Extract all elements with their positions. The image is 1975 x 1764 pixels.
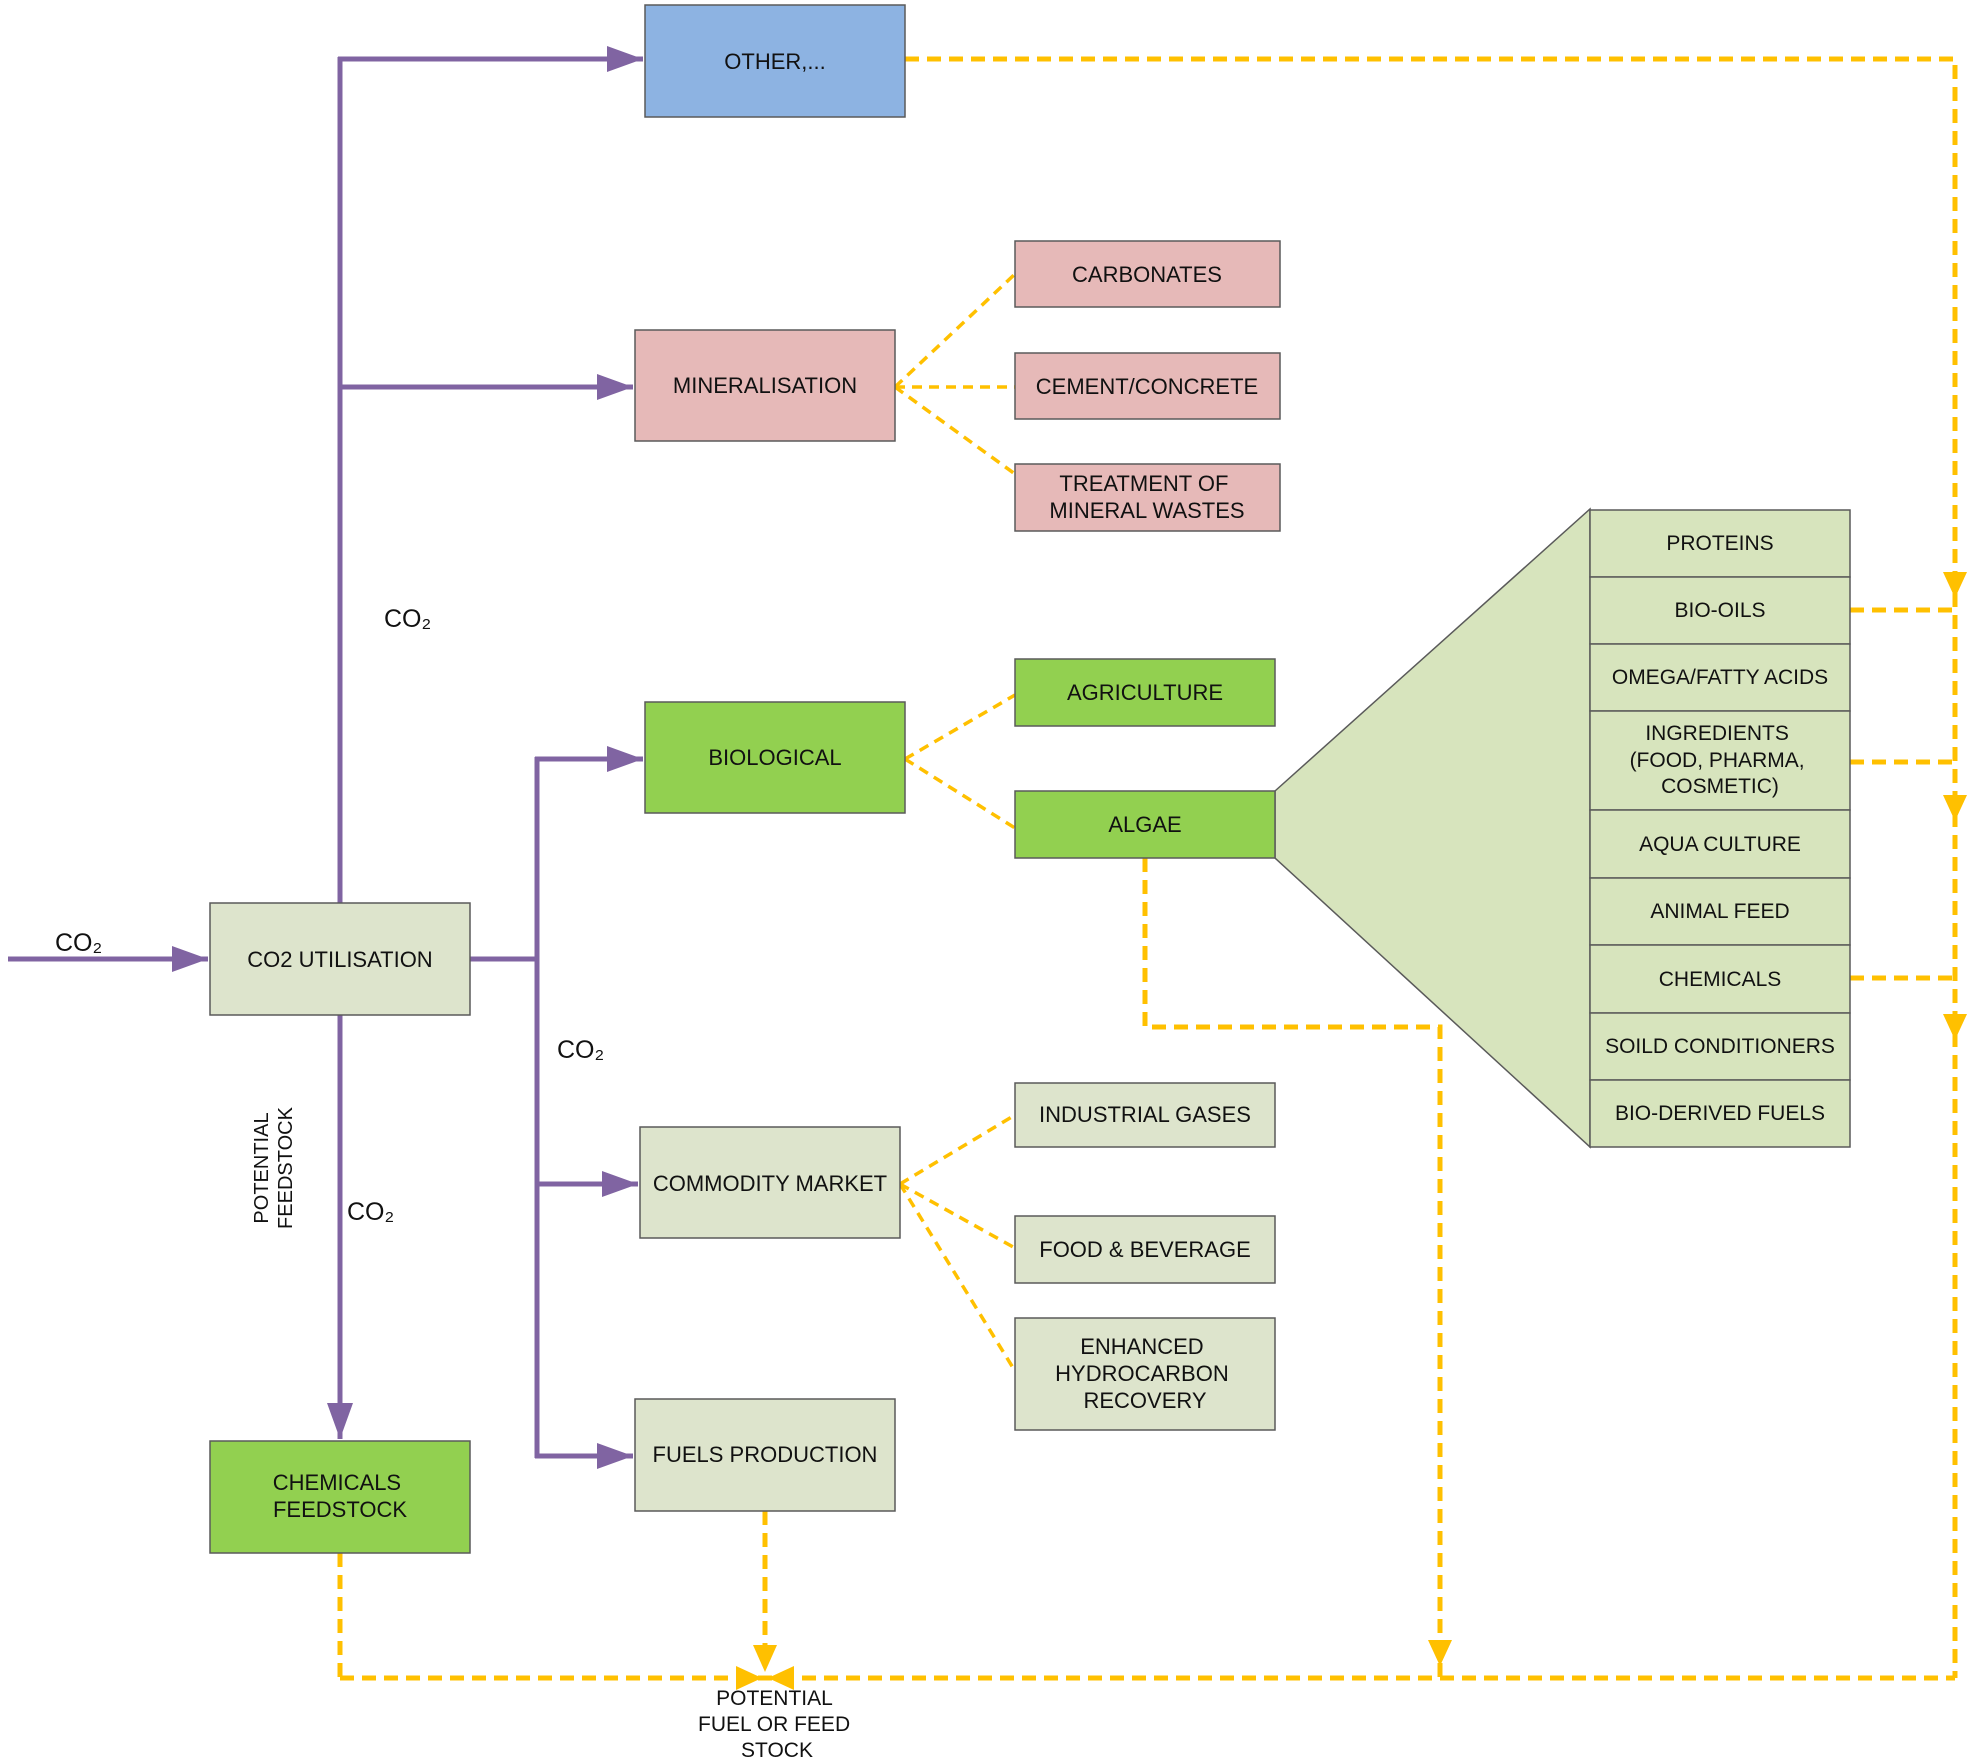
algae-box	[1014, 790, 1276, 859]
product-omega-box	[1589, 643, 1851, 712]
commodity-to-enhanced-recovery	[898, 1183, 1017, 1372]
enhanced-line-3: RECOVERY	[1083, 1388, 1206, 1413]
carbonates-box	[1014, 240, 1281, 308]
product-ingredients-label: INGREDIENTS (FOOD, PHARMA, COSMETIC)	[1630, 722, 1811, 798]
commodity-market-box	[639, 1126, 901, 1239]
treatment-mineral-wastes-label: TREATMENT OF MINERAL WASTES	[1049, 471, 1244, 523]
right-flow-arrowhead-1	[1943, 572, 1967, 598]
mineralisation-to-treatment	[893, 385, 1017, 476]
fuels-flow-arrowhead	[753, 1645, 777, 1672]
other-label: OTHER,...	[724, 49, 825, 74]
biological-to-algae	[904, 757, 1016, 830]
cement-concrete-label: CEMENT/CONCRETE	[1036, 374, 1258, 399]
product-bio-oils-box	[1589, 576, 1851, 645]
cement-concrete-box	[1014, 352, 1281, 420]
biological-label: BIOLOGICAL	[708, 745, 841, 770]
product-aqua-culture-label: AQUA CULTURE	[1639, 833, 1801, 856]
agriculture-label: AGRICULTURE	[1067, 680, 1223, 705]
commodity-market-label: COMMODITY MARKET	[653, 1171, 887, 1196]
product-soil-conditioners-label: SOILD CONDITIONERS	[1605, 1035, 1835, 1058]
co2-upper-label: CO₂	[384, 605, 431, 633]
product-aqua-culture-box	[1589, 809, 1851, 879]
chemicals-feedstock-line-1: CHEMICALS	[273, 1470, 401, 1495]
product-animal-feed-label: ANIMAL FEED	[1650, 900, 1789, 923]
right-flow-arrowhead-2	[1943, 795, 1967, 821]
treatment-mineral-wastes-box	[1014, 463, 1281, 532]
fuels-production-label: FUELS PRODUCTION	[653, 1442, 878, 1467]
product-proteins-box	[1589, 509, 1851, 578]
biological-box	[644, 701, 906, 814]
chemicals-feedstock-box	[209, 1440, 471, 1554]
left-flow-arrowhead	[736, 1666, 762, 1690]
fuels-production-box	[634, 1398, 896, 1512]
algae-flow-arrowhead	[1428, 1640, 1452, 1666]
product-bio-oils-label: BIO-OILS	[1674, 599, 1765, 622]
output-line-3: STOCK	[741, 1739, 813, 1762]
mineralisation-label: MINERALISATION	[673, 373, 857, 398]
mineralisation-box	[634, 329, 896, 442]
potential-feedstock-line-1: POTENTIAL	[251, 1112, 273, 1223]
product-proteins-label: PROTEINS	[1666, 532, 1773, 555]
co2-utilisation-box	[209, 902, 471, 1016]
algae-to-output-path	[1142, 858, 1443, 1678]
ingredients-line-1: INGREDIENTS	[1645, 722, 1789, 745]
product-soil-conditioners-box	[1589, 1012, 1851, 1081]
co2-input-label: CO₂	[55, 929, 102, 957]
other-box	[644, 4, 906, 118]
algae-products-column: PROTEINS BIO-OILS OMEGA/FATTY ACIDS INGR…	[1589, 509, 1851, 1148]
potential-fuel-or-feed-stock-label: POTENTIAL FUEL OR FEED STOCK	[698, 1687, 856, 1762]
right-collector-arrowhead	[768, 1666, 794, 1690]
product-chemicals-box	[1589, 944, 1851, 1014]
ingredients-line-2: (FOOD, PHARMA,	[1630, 749, 1805, 772]
algae-products-fan	[1274, 507, 1591, 1149]
commodity-to-food-beverage	[899, 1182, 1016, 1250]
output-line-1: POTENTIAL	[716, 1687, 832, 1710]
algae-label: ALGAE	[1108, 812, 1181, 837]
enhanced-hydrocarbon-recovery-label: ENHANCED HYDROCARBON RECOVERY	[1055, 1334, 1235, 1413]
ingredients-line-3: COSMETIC)	[1661, 775, 1779, 798]
co2-utilisation-label: CO2 UTILISATION	[247, 947, 432, 972]
industrial-gases-box	[1014, 1082, 1276, 1148]
output-line-2: FUEL OR FEED	[698, 1713, 850, 1736]
food-beverage-label: FOOD & BEVERAGE	[1039, 1237, 1251, 1262]
enhanced-line-2: HYDROCARBON	[1055, 1361, 1229, 1386]
carbonates-label: CARBONATES	[1072, 262, 1222, 287]
product-bio-derived-fuels-label: BIO-DERIVED FUELS	[1615, 1102, 1825, 1125]
co2-right-label: CO₂	[557, 1036, 604, 1064]
right-flow-arrowhead-3	[1943, 1014, 1967, 1040]
potential-feedstock-label: POTENTIAL FEEDSTOCK	[251, 1106, 297, 1229]
mineralisation-to-carbonates	[893, 272, 1017, 389]
treatment-line-1: TREATMENT OF	[1059, 471, 1228, 496]
enhanced-line-1: ENHANCED	[1080, 1334, 1203, 1359]
industrial-gases-label: INDUSTRIAL GASES	[1039, 1102, 1251, 1127]
product-chemicals-label: CHEMICALS	[1659, 968, 1782, 991]
co2-down-label: CO₂	[347, 1198, 394, 1226]
chemicals-feedstock-line-2: FEEDSTOCK	[273, 1497, 407, 1522]
food-beverage-box	[1014, 1215, 1276, 1284]
treatment-line-2: MINERAL WASTES	[1049, 498, 1244, 523]
chemicals-feedstock-label: CHEMICALS FEEDSTOCK	[273, 1470, 408, 1522]
enhanced-hydrocarbon-recovery-box	[1014, 1317, 1276, 1431]
potential-feedstock-line-2: FEEDSTOCK	[275, 1106, 297, 1229]
product-bio-derived-fuels-box	[1589, 1079, 1851, 1148]
product-ingredients-box	[1589, 710, 1851, 811]
product-omega-label: OMEGA/FATTY ACIDS	[1612, 666, 1828, 689]
biological-to-agriculture	[904, 693, 1016, 761]
agriculture-box	[1014, 658, 1276, 727]
commodity-to-industrial-gases	[899, 1113, 1016, 1186]
